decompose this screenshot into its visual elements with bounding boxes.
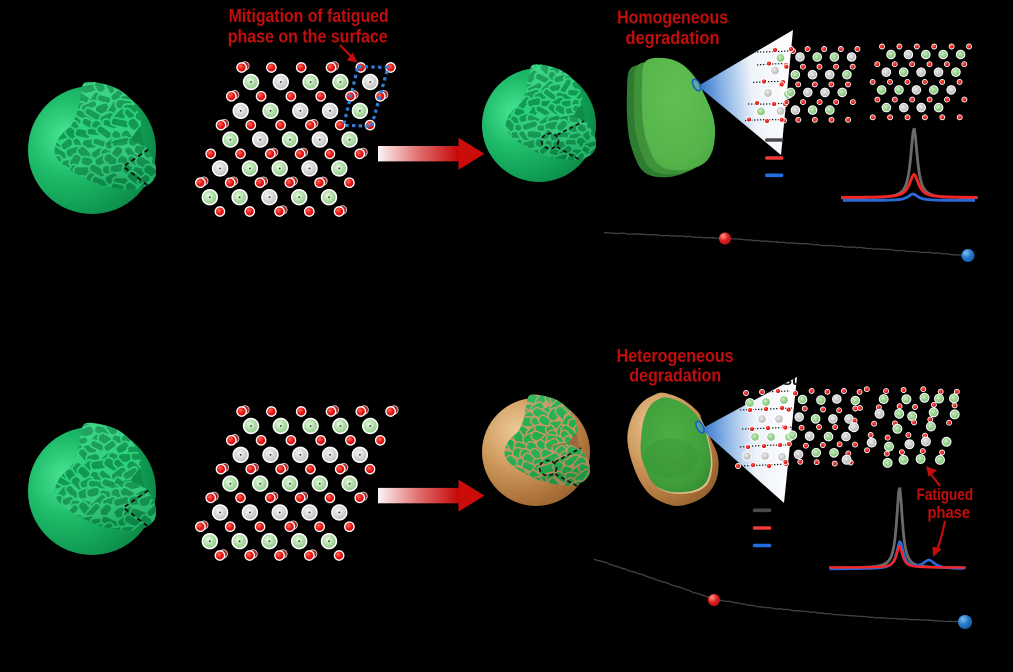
svg-text:degradation: degradation — [626, 27, 720, 48]
svg-text:phase on the surface: phase on the surface — [228, 25, 388, 46]
svg-text:phase: phase — [928, 503, 971, 522]
svg-text:Fatigued: Fatigued — [917, 485, 974, 504]
svg-text:Homogeneous: Homogeneous — [617, 7, 728, 28]
svg-text:Heterogeneous: Heterogeneous — [617, 345, 734, 366]
svg-text:Mitigation of fatigued: Mitigation of fatigued — [229, 5, 389, 26]
svg-text:degradation: degradation — [629, 365, 721, 386]
